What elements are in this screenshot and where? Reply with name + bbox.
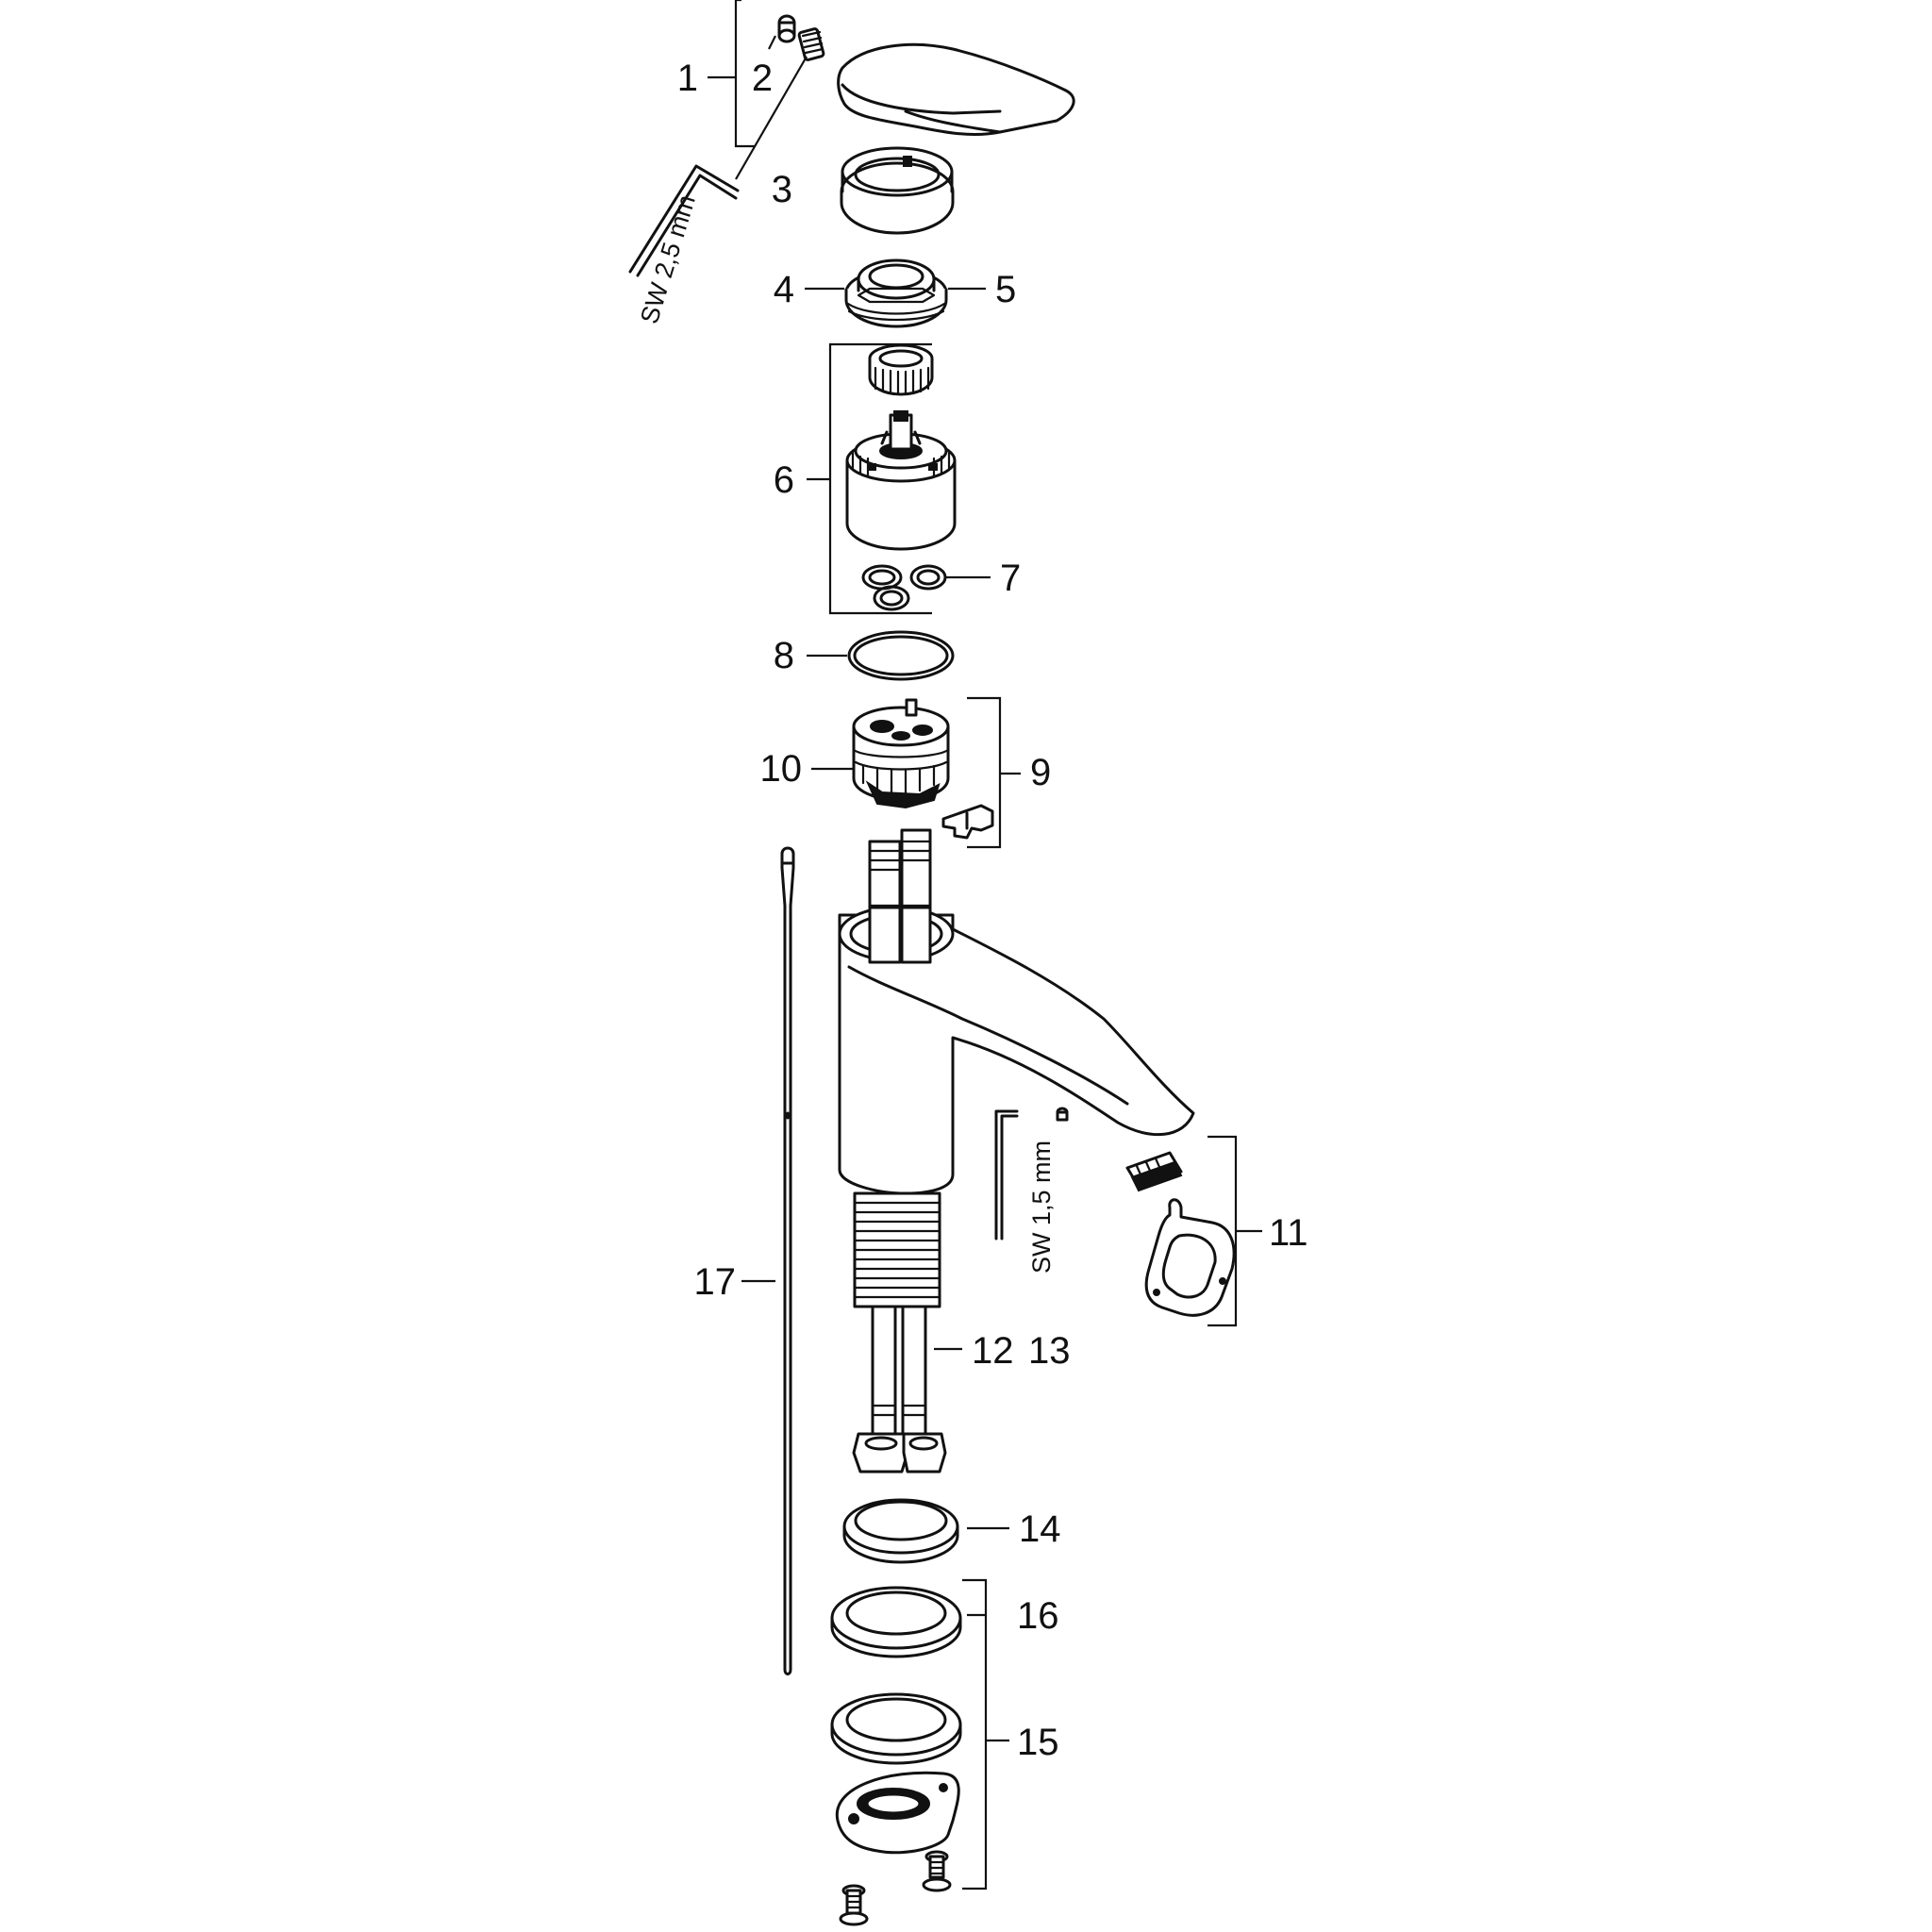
part-set-screw-small xyxy=(777,14,796,43)
label-10: 10 xyxy=(760,748,803,790)
label-14: 14 xyxy=(1019,1508,1061,1550)
part-supply-hoses xyxy=(852,1305,947,1474)
part-diverter-body xyxy=(852,698,950,809)
tool-label-small: SW 1,5 mm xyxy=(1027,1141,1056,1274)
part-handle-lever xyxy=(837,42,1075,137)
part-o-rings xyxy=(861,564,947,611)
label-6: 6 xyxy=(774,459,794,501)
part-aerator xyxy=(1125,1151,1183,1192)
part-grub-screw xyxy=(797,27,825,61)
part-cartridge-adapter xyxy=(868,343,934,396)
allen-key-small xyxy=(994,1109,1019,1241)
label-5: 5 xyxy=(995,269,1016,310)
part-fixing-plate xyxy=(835,1771,960,1855)
part-screw-right xyxy=(922,1850,952,1892)
part-washer xyxy=(842,1498,959,1564)
label-4: 4 xyxy=(774,269,794,310)
label-2: 2 xyxy=(752,58,773,99)
label-12: 12 xyxy=(972,1330,1014,1372)
part-grub-screw-small xyxy=(1056,1107,1069,1122)
part-faucet-body xyxy=(838,906,1195,1195)
part-screw-left xyxy=(839,1884,869,1926)
label-11: 11 xyxy=(1269,1212,1308,1254)
label-8: 8 xyxy=(774,635,794,676)
part-gasket-plate xyxy=(1144,1198,1236,1317)
part-cartridge xyxy=(845,410,957,551)
label-1: 1 xyxy=(677,58,698,99)
part-threaded-shank xyxy=(853,1191,941,1308)
tool-label-large: SW 2,5 mm xyxy=(635,192,701,327)
allen-key-large xyxy=(628,164,740,277)
part-o-ring-large xyxy=(847,630,955,681)
label-7: 7 xyxy=(1000,558,1021,599)
label-9: 9 xyxy=(1030,752,1051,793)
part-labels: 1 2 3 4 5 6 7 8 9 10 11 12 13 14 15 16 1… xyxy=(677,58,1308,1763)
label-16: 16 xyxy=(1017,1595,1059,1637)
part-clip xyxy=(941,804,994,840)
label-17: 17 xyxy=(694,1261,737,1303)
label-13: 13 xyxy=(1028,1330,1071,1372)
part-metal-washer xyxy=(830,1692,962,1765)
part-lift-rod xyxy=(780,846,795,1675)
part-threaded-nut xyxy=(844,258,948,328)
label-15: 15 xyxy=(1017,1722,1059,1763)
part-rubber-seal xyxy=(830,1586,962,1658)
leader-lines xyxy=(708,0,1262,1890)
part-cover-cap xyxy=(840,146,955,235)
label-3: 3 xyxy=(772,169,792,210)
